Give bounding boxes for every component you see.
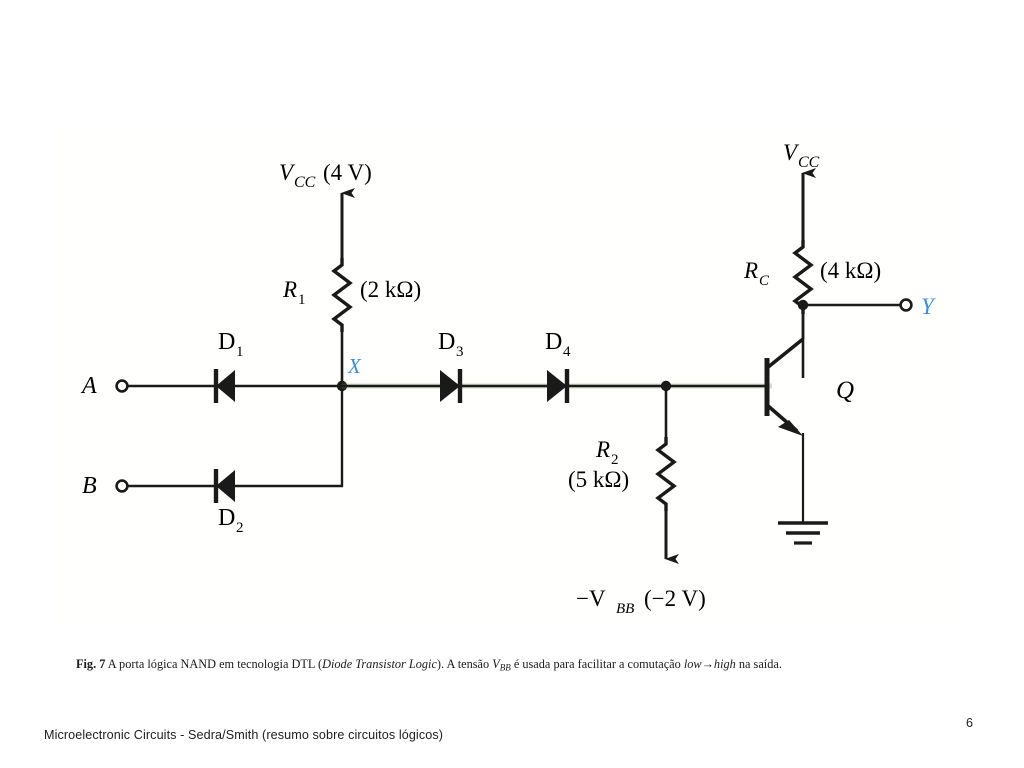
circuit-schematic-svg: V CC (4 V) R 1 (2 kΩ) A xyxy=(80,140,936,617)
output-branch-y: Y xyxy=(797,294,936,319)
resistor-r2-symbol xyxy=(655,437,677,511)
d4-triangle xyxy=(547,370,567,402)
pulldown-branch-r2: R 2 (5 kΩ) −V BB (−2 V) xyxy=(568,380,706,617)
footer-source-note: Microelectronic Circuits - Sedra/Smith (… xyxy=(44,728,444,742)
wire-d2-to-nodex xyxy=(235,386,344,488)
page-number: 6 xyxy=(966,716,974,730)
node-x-label: X xyxy=(347,354,362,378)
vcc-right-symbol: V xyxy=(783,140,800,165)
input-b-label: B xyxy=(82,473,97,499)
q-symbol: Q xyxy=(836,377,854,404)
caption-italic-2: low→high xyxy=(683,657,736,671)
d3-subscript: 3 xyxy=(456,344,464,360)
signal-path-d3-d4: D 3 D 4 xyxy=(342,329,772,403)
input-a-label: A xyxy=(80,373,97,399)
r2-value: (5 kΩ) xyxy=(568,467,629,492)
output-y-label: Y xyxy=(921,294,936,319)
d1-triangle xyxy=(216,370,235,402)
figure-circuit-diagram: V CC (4 V) R 1 (2 kΩ) A xyxy=(60,125,960,625)
caption-fig-label: Fig xyxy=(76,657,94,671)
input-row-a: A D 1 xyxy=(80,329,342,403)
r1-symbol: R xyxy=(282,277,297,302)
vcc-left-symbol: V xyxy=(279,160,296,185)
vcc-left-subscript: CC xyxy=(294,174,316,191)
caption-v-symbol: V xyxy=(492,657,500,671)
vcc-left-value: (4 V) xyxy=(323,160,372,185)
vbb-symbol: −V xyxy=(576,586,606,611)
caption-italic-1: Diode Transistor Logic xyxy=(322,657,437,671)
d4-symbol: D xyxy=(545,329,562,355)
input-row-b: B D 2 xyxy=(82,386,344,536)
vbb-value: (−2 V) xyxy=(644,586,706,611)
resistor-r1-symbol xyxy=(331,258,353,332)
d2-subscript: 2 xyxy=(236,520,244,536)
q-collector-lead xyxy=(765,337,805,370)
r1-value: (2 kΩ) xyxy=(360,277,421,302)
d3-symbol: D xyxy=(438,329,455,355)
caption-text-1: A porta lógica NAND em tecnologia DTL ( xyxy=(105,657,323,671)
supply-branch-vcc-right: V CC R C (4 kΩ) xyxy=(743,140,881,378)
rc-symbol: R xyxy=(743,258,758,283)
ground-symbol xyxy=(778,521,828,545)
rc-subscript: C xyxy=(759,273,770,289)
caption-v-subscript: BB xyxy=(499,662,511,673)
d1-symbol: D xyxy=(218,329,235,355)
d2-symbol: D xyxy=(218,505,235,531)
d3-triangle xyxy=(440,370,460,402)
r2-symbol: R xyxy=(595,437,610,462)
vcc-right-subscript: CC xyxy=(798,154,820,171)
output-y-terminal[interactable] xyxy=(899,298,913,312)
vbb-subscript: BB xyxy=(616,601,634,617)
caption-text-4: na saída. xyxy=(735,657,782,671)
r2-subscript: 2 xyxy=(611,452,619,468)
caption-text-2: ). A tensão xyxy=(436,657,493,671)
figure-caption: Fig. 7 A porta lógica NAND em tecnologia… xyxy=(76,655,948,675)
r1-subscript: 1 xyxy=(298,292,306,308)
d4-subscript: 4 xyxy=(563,344,571,360)
input-a-terminal[interactable] xyxy=(115,379,129,393)
input-b-terminal[interactable] xyxy=(115,479,129,493)
supply-branch-vcc-left: V CC (4 V) R 1 (2 kΩ) xyxy=(279,160,421,387)
d1-subscript: 1 xyxy=(236,344,244,360)
caption-text-3: é usada para facilitar a comutação xyxy=(510,657,684,671)
caption-fig-number: . 7 xyxy=(93,657,106,671)
d2-triangle xyxy=(216,470,235,502)
rc-value: (4 kΩ) xyxy=(820,258,881,283)
transistor-q: Q xyxy=(764,307,854,523)
q-emitter-arrow xyxy=(778,420,803,436)
